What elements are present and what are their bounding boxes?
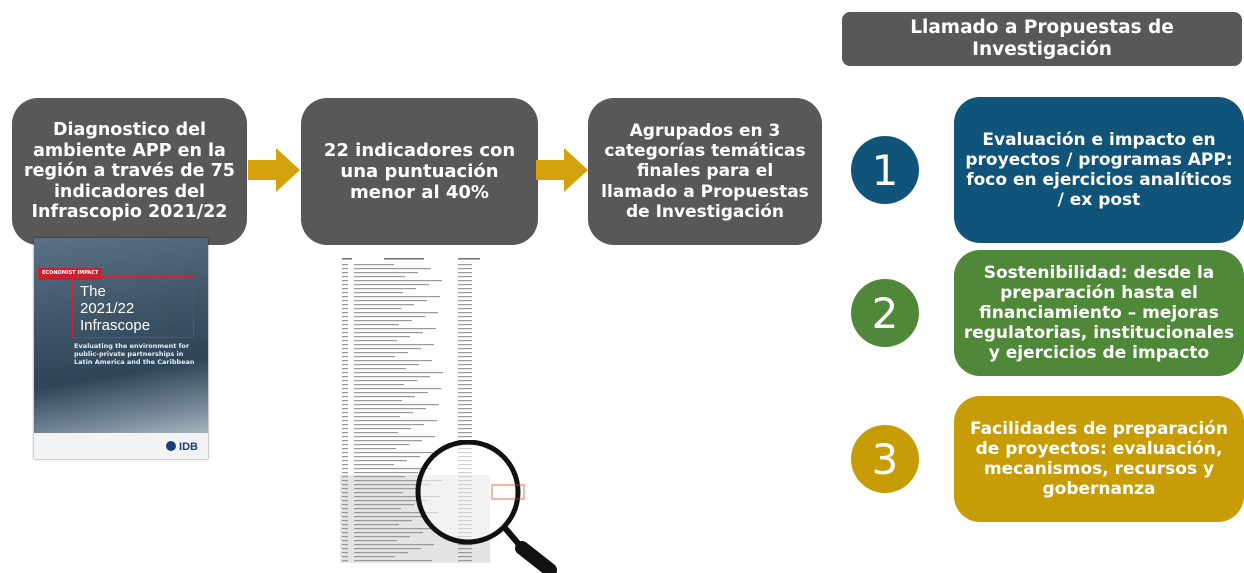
category-1-number-text: 1 bbox=[871, 145, 899, 195]
idb-logo-text: IDB bbox=[179, 441, 198, 453]
category-1-box: Evaluación e impacto en proyectos / prog… bbox=[954, 97, 1244, 243]
step-grouping-text: Agrupados en 3 categorías temáticas fina… bbox=[601, 121, 809, 222]
cover-footer bbox=[34, 433, 208, 459]
step-grouping-box: Agrupados en 3 categorías temáticas fina… bbox=[588, 98, 822, 245]
cover-title: The 2021/22 Infrascope bbox=[80, 283, 151, 334]
category-1-text: Evaluación e impacto en proyectos / prog… bbox=[965, 129, 1233, 211]
magnifying-glass-icon bbox=[415, 440, 557, 573]
header-label: Llamado a Propuestas de Investigación bbox=[910, 17, 1174, 60]
category-3-number: 3 bbox=[851, 425, 919, 493]
cover-title-line2: 2021/22 bbox=[80, 299, 135, 317]
category-3-number-text: 3 bbox=[871, 434, 899, 484]
cover-title-line1: The bbox=[80, 283, 106, 300]
call-for-proposals-header: Llamado a Propuestas de Investigación bbox=[842, 12, 1242, 66]
indicator-table-thumbnail bbox=[340, 250, 490, 568]
category-2-number-text: 2 bbox=[871, 288, 899, 338]
cover-title-line3: Infrascope bbox=[80, 316, 151, 334]
category-2-number: 2 bbox=[851, 279, 919, 347]
category-3-box: Facilidades de preparación de proyectos:… bbox=[954, 396, 1244, 522]
step-indicators-box: 22 indicadores con una puntuación menor … bbox=[301, 98, 538, 245]
cover-badge: ECONOMIST IMPACT bbox=[38, 268, 103, 280]
idb-logo: IDB bbox=[166, 441, 198, 453]
category-2-text: Sostenibilidad: desde la preparación has… bbox=[963, 262, 1235, 364]
indicator-table-lines bbox=[340, 258, 490, 563]
arrow-right-icon bbox=[248, 148, 300, 192]
step-indicators-text: 22 indicadores con una puntuación menor … bbox=[323, 139, 516, 204]
arrow-right-icon bbox=[536, 148, 588, 192]
step-diagnosis-text: Diagnostico del ambiente APP en la regió… bbox=[24, 119, 235, 223]
category-3-text: Facilidades de preparación de proyectos:… bbox=[970, 418, 1228, 500]
category-2-box: Sostenibilidad: desde la preparación has… bbox=[954, 250, 1244, 376]
infrascope-report-cover: ECONOMIST IMPACT The 2021/22 Infrascope … bbox=[34, 238, 208, 459]
cover-title-frame bbox=[72, 276, 194, 338]
category-1-number: 1 bbox=[851, 136, 919, 204]
step-diagnosis-box: Diagnostico del ambiente APP en la regió… bbox=[12, 98, 247, 245]
cover-subtitle: Evaluating the environment for public-pr… bbox=[74, 342, 195, 367]
